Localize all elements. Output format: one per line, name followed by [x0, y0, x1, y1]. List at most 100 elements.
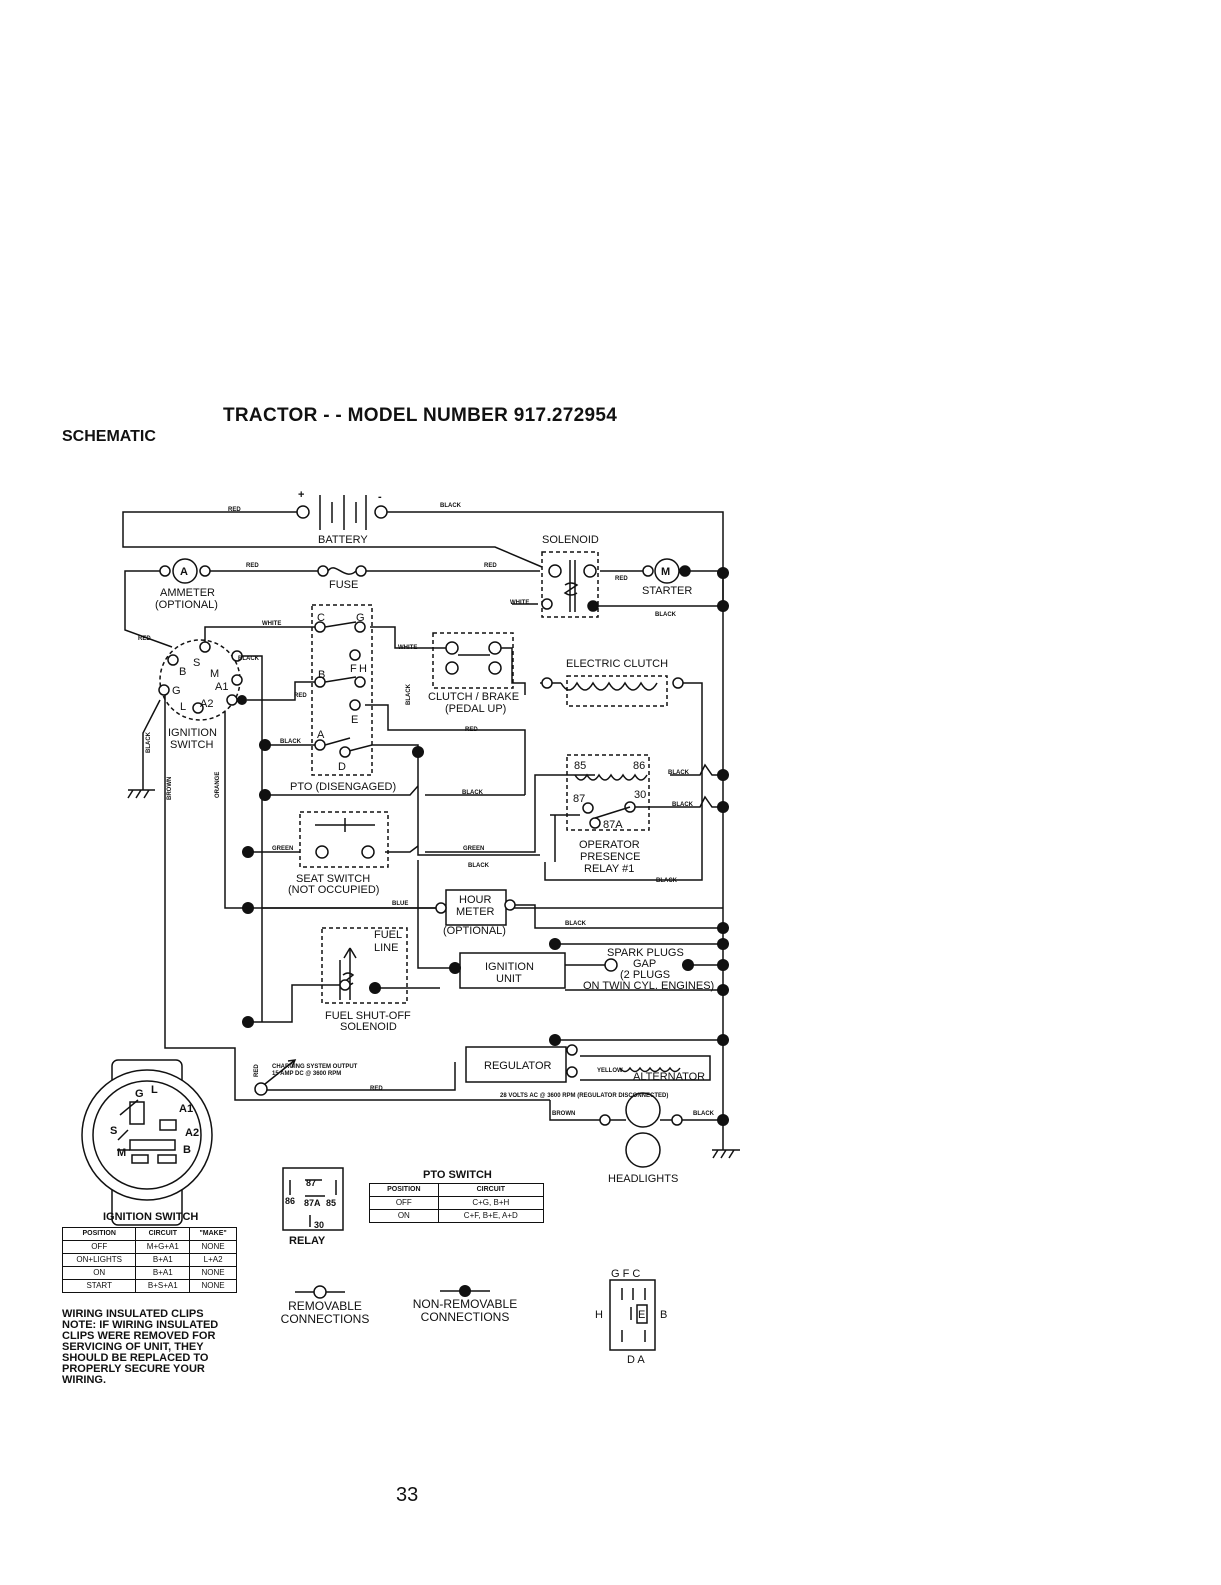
electric-clutch-label: ELECTRIC CLUTCH — [566, 658, 668, 670]
wire-label-white-3: WHITE — [398, 645, 417, 651]
battery-terminal-pos — [296, 505, 310, 519]
table-cell: OFF — [369, 1196, 439, 1210]
ammeter-term-l — [159, 565, 171, 577]
wire-label-green-1: GREEN — [272, 846, 293, 852]
hour-term-l — [435, 902, 447, 914]
wire-battery-black — [375, 511, 724, 1115]
battery-minus: - — [378, 491, 382, 503]
face-m: M — [117, 1147, 126, 1159]
fuel-solenoid-label: FUEL SHUT-OFF — [325, 1010, 411, 1022]
spark-plugs-gap: GAP — [633, 958, 656, 970]
relay-t-87a: 87A — [603, 819, 623, 831]
wire-label-red-4: RED — [615, 576, 628, 582]
table-cell: C+F, B+E, A+D — [437, 1209, 545, 1223]
relay-legend-box — [282, 1167, 344, 1231]
rl-30: 30 — [314, 1220, 324, 1230]
pto-t-h: H — [359, 663, 367, 675]
wire-label-black-2: BLACK — [655, 612, 677, 618]
fuel-arrow — [343, 947, 357, 959]
ignition-switch-table: POSITION CIRCUIT "MAKE" OFF M+G+A1 NONE … — [61, 1227, 237, 1293]
wire-label-red-6: RED — [294, 693, 307, 699]
wire-ammeter-left — [124, 570, 173, 648]
table-row: ON C+F, B+E, A+D — [369, 1209, 545, 1223]
fuel-line-label: FUEL — [374, 929, 402, 941]
wire-left-ground — [142, 699, 161, 790]
seat-switch-blade — [315, 818, 375, 832]
hour-meter-label: HOUR — [459, 894, 491, 906]
face-a2: A2 — [185, 1127, 199, 1139]
junction-dots — [237, 567, 729, 1126]
alt-coil — [619, 1066, 681, 1073]
charging-note: CHARGING SYSTEM OUTPUT — [272, 1064, 358, 1070]
table-cell: ON — [369, 1209, 439, 1223]
table-cell: ON+LIGHTS — [61, 1253, 137, 1267]
ign-term-b — [167, 654, 179, 666]
reg-term-2 — [566, 1066, 578, 1078]
table-cell: B+A1 — [135, 1253, 191, 1267]
legend-nonremovable-text2: CONNECTIONS — [420, 1310, 510, 1324]
table-cell: L+A2 — [189, 1253, 237, 1267]
wire-bus-pto — [265, 785, 525, 796]
table-row: ON B+A1 NONE — [61, 1266, 237, 1280]
legend-nonremovable-dot — [459, 1285, 471, 1297]
relay-t-87: 87 — [573, 793, 585, 805]
headlight-lamp-2 — [625, 1132, 661, 1168]
wire-label-red-7: RED — [465, 727, 478, 733]
starter-term-l — [642, 565, 654, 577]
pto-term-g — [354, 621, 366, 633]
ign-t-l: L — [180, 701, 186, 713]
wire-label-black-1: BLACK — [440, 503, 462, 509]
wire-label-black-12: BLACK — [146, 731, 152, 753]
wire-label-white-1: WHITE — [510, 600, 529, 606]
ign-th-make: "MAKE" — [189, 1227, 237, 1241]
wire-label-green-2: GREEN — [463, 846, 484, 852]
ignition-unit-label: IGNITION — [485, 961, 534, 973]
headlight-term-r — [671, 1114, 683, 1126]
face-b: B — [183, 1144, 191, 1156]
pto-face-left: H — [595, 1309, 603, 1321]
seat-switch-box — [299, 811, 389, 868]
rl-85: 85 — [326, 1198, 336, 1208]
charging-note2: 15 AMP DC @ 3600 RPM — [272, 1071, 341, 1077]
wire-white-pto — [204, 626, 318, 647]
starter-label: STARTER — [642, 585, 692, 597]
solenoid-label: SOLENOID — [542, 534, 599, 546]
regulator-box — [465, 1046, 567, 1083]
pto-label: PTO (DISENGAGED) — [290, 781, 396, 793]
table-cell: START — [61, 1279, 137, 1293]
wire-ign-black — [232, 655, 263, 1022]
starter-term-r — [679, 565, 691, 577]
solenoid-term-1 — [548, 564, 562, 578]
wire-ign-unit — [417, 860, 455, 969]
wire-label-black-4: BLACK — [280, 739, 302, 745]
wire-label-yellow: YELLOW — [597, 1068, 623, 1074]
wire-label-black-6: BLACK — [668, 770, 690, 776]
headlight-term-l — [599, 1114, 611, 1126]
pto-term-f — [349, 649, 361, 661]
starter-symbol: M — [661, 566, 670, 578]
fuse-element — [327, 567, 357, 575]
pto-t-c: C — [317, 612, 325, 624]
wire-relay-top — [570, 763, 723, 776]
wire-label-red-9: RED — [254, 1064, 260, 1077]
ign-term-s — [199, 641, 211, 653]
pto-face-pins — [621, 1288, 646, 1342]
clutch-brake-box — [432, 632, 514, 689]
fuel-term — [339, 979, 351, 991]
pto-t-a: A — [317, 729, 325, 741]
seat-switch-label: SEAT SWITCH — [296, 873, 370, 885]
ign-term-g — [158, 684, 170, 696]
wire-ign-vertical — [224, 712, 723, 909]
relay-t-86: 86 — [633, 760, 645, 772]
table-cell: B+S+A1 — [135, 1279, 191, 1293]
fuse-label: FUSE — [329, 579, 358, 591]
wire-label-black-11: BLACK — [693, 1111, 715, 1117]
wire-label-white-2: WHITE — [262, 621, 281, 627]
note-heading: WIRING INSULATED CLIPS — [62, 1308, 204, 1320]
spark-plugs-twin: ON TWIN CYL. ENGINES) — [583, 980, 714, 992]
legend-removable: REMOVABLE CONNECTIONS — [275, 1300, 375, 1326]
relay-blade — [594, 806, 631, 819]
relay-label: OPERATOR — [579, 839, 640, 851]
relay-t-85: 85 — [574, 760, 586, 772]
